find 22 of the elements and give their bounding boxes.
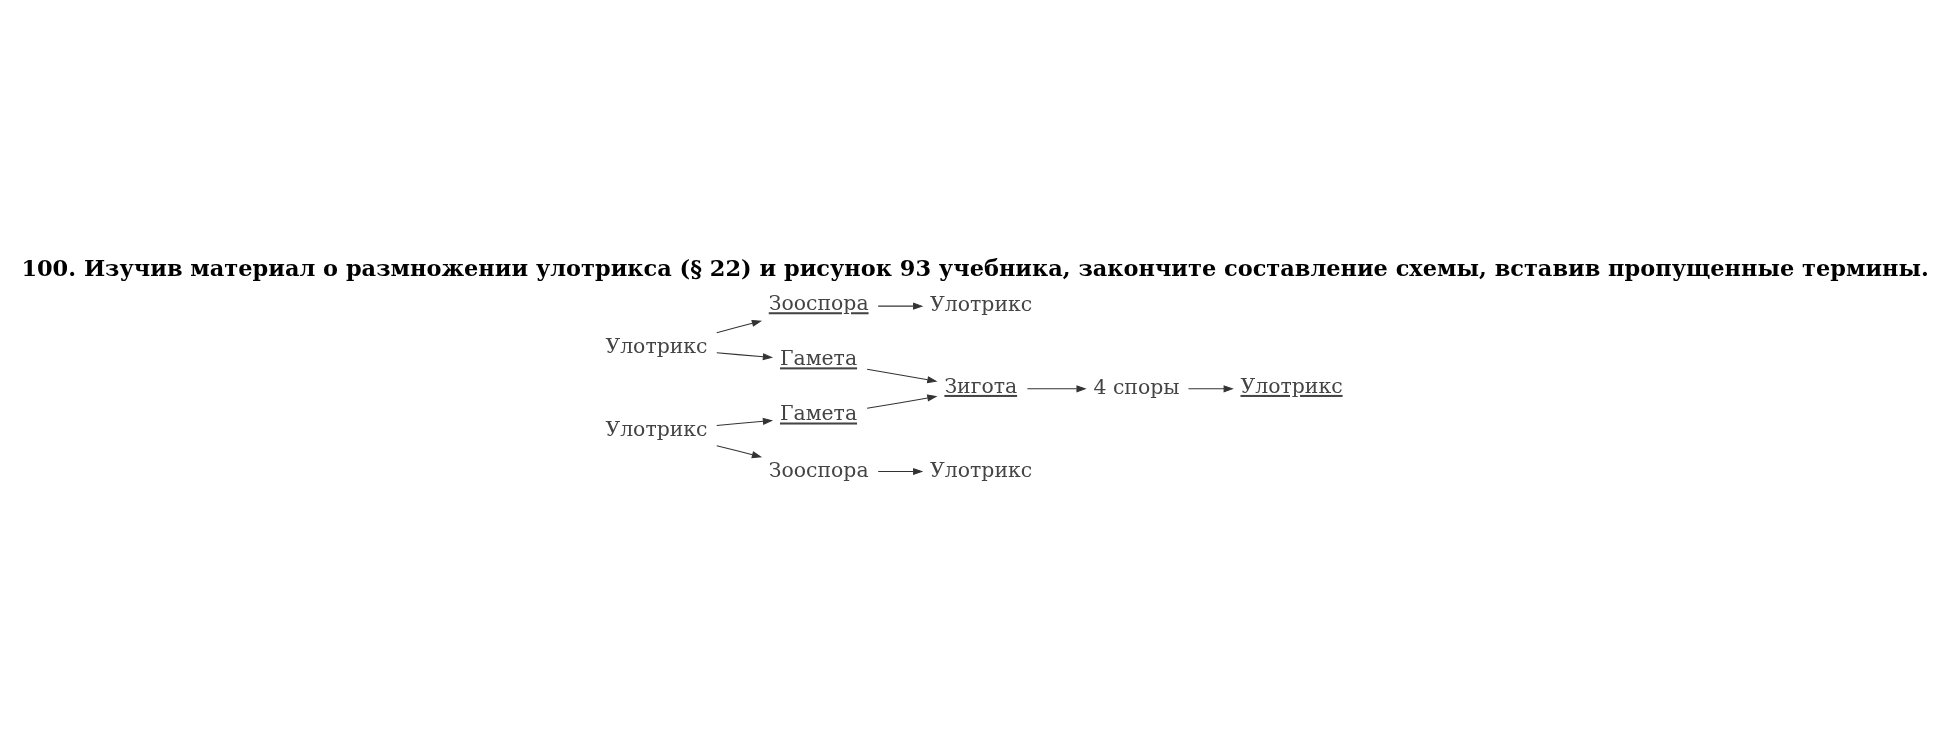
arrow	[877, 302, 924, 310]
node-text: Улотрикс	[605, 416, 708, 441]
arrow	[866, 394, 938, 409]
arrow	[716, 445, 763, 459]
node-text: Улотрикс	[930, 457, 1033, 482]
arrow	[1026, 385, 1087, 393]
arrow	[866, 368, 938, 384]
arrow	[877, 467, 924, 476]
node-text: Гамета	[780, 346, 858, 371]
node-text: Улотрикс	[1240, 373, 1343, 398]
arrow	[716, 417, 774, 426]
arrow	[716, 319, 763, 334]
node-text: Улотрикс	[930, 292, 1033, 317]
node-text: Зооспора	[768, 291, 869, 316]
arrow	[716, 352, 774, 361]
node-text: Зооспора	[768, 457, 869, 482]
node-text: Зигота	[944, 373, 1018, 398]
diagram-title: 100. Изучив материал о размножении улотрикса (§ 22) и рисунок 93 учебника, закончите составление схемы, вставив пропущенные термины.	[21, 255, 1929, 282]
node-text: Гамета	[780, 401, 858, 426]
node-text: Улотрикс	[605, 334, 708, 359]
node-text: 4 споры	[1093, 374, 1180, 399]
arrow	[1187, 385, 1234, 393]
